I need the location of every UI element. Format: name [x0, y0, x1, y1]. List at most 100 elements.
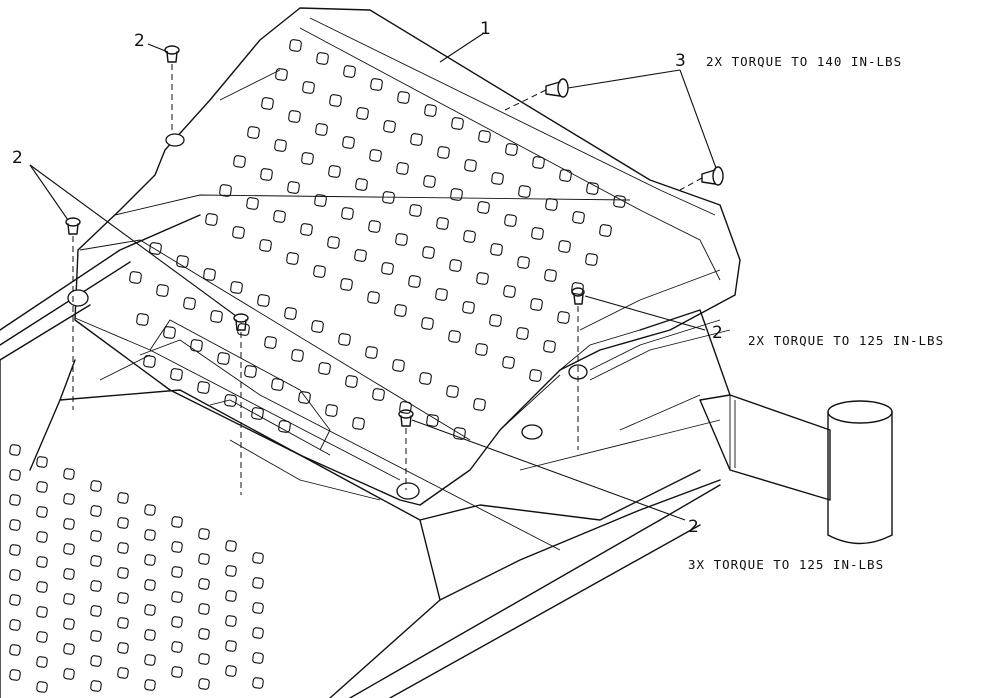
dimple [328, 165, 341, 178]
dimple [446, 385, 459, 398]
fastener-2-mid [233, 313, 249, 331]
dimple [9, 669, 21, 681]
dimple [491, 172, 504, 185]
dimple [225, 590, 237, 602]
dimple [117, 542, 129, 554]
dimple [300, 223, 313, 236]
dimple [9, 519, 21, 531]
dimple [259, 239, 272, 252]
dimple [448, 330, 461, 343]
dimple [271, 378, 284, 391]
dimple [286, 252, 299, 265]
dimple [217, 352, 230, 365]
dimple [190, 339, 203, 352]
dimple [381, 262, 394, 275]
dimple [252, 602, 264, 614]
fastener-2-right [571, 287, 585, 305]
dimple [144, 504, 156, 516]
note-torque-125-2x: 2X TORQUE TO 125 IN-LBS [748, 333, 944, 348]
dimple [264, 336, 277, 349]
dimple [274, 139, 287, 152]
dimple [478, 130, 491, 143]
dimple [284, 307, 297, 320]
dimple [144, 529, 156, 541]
dimple [368, 220, 381, 233]
dimple [203, 268, 216, 281]
dimple [502, 356, 515, 369]
dimple [382, 191, 395, 204]
dimple [275, 68, 288, 81]
dimple [224, 394, 237, 407]
dimple [9, 444, 21, 456]
dimple [225, 615, 237, 627]
note-torque-125-3x: 3X TORQUE TO 125 IN-LBS [688, 557, 884, 572]
dimple [372, 388, 385, 401]
dimple [176, 255, 189, 268]
dimple [129, 271, 142, 284]
dimple [451, 117, 464, 130]
dimple [572, 211, 585, 224]
dimple [9, 494, 21, 506]
mounting-holes [67, 133, 588, 500]
dimple [136, 313, 149, 326]
dimple [9, 569, 21, 581]
fastener-2-low [398, 409, 414, 427]
dimple [517, 256, 530, 269]
dimple [90, 580, 102, 592]
dimple [230, 281, 243, 294]
dimple [313, 265, 326, 278]
dimple [63, 643, 75, 655]
dimple [585, 253, 598, 266]
dimple [156, 284, 169, 297]
dimple [247, 126, 260, 139]
dimple [426, 414, 439, 427]
dimple [476, 272, 489, 285]
callout-3: 3 [675, 51, 686, 71]
dimple [63, 593, 75, 605]
dimple [529, 369, 542, 382]
seat-cover-part-1 [74, 7, 741, 506]
dimple [233, 155, 246, 168]
dimple [559, 169, 572, 182]
dimple [421, 317, 434, 330]
dimple [171, 641, 183, 653]
floor-mat-pattern [9, 444, 264, 693]
dimple [287, 181, 300, 194]
note-torque-140: 2X TORQUE TO 140 IN-LBS [706, 54, 902, 69]
dimple [395, 233, 408, 246]
dimple [117, 592, 129, 604]
dimple [504, 214, 517, 227]
dimple [117, 567, 129, 579]
dimple [117, 617, 129, 629]
dimple [90, 680, 102, 692]
dimple [36, 581, 48, 593]
dimple [225, 640, 237, 652]
fastener-2-left [65, 217, 81, 235]
dimple [237, 323, 250, 336]
dimple [325, 404, 338, 417]
dimple [316, 52, 329, 65]
dimple [301, 152, 314, 165]
callout-2-right: 2 [712, 323, 723, 343]
dimple [36, 631, 48, 643]
dimple [288, 110, 301, 123]
dimple [144, 604, 156, 616]
dimple [246, 197, 259, 210]
dimple [9, 469, 21, 481]
dimple [198, 628, 210, 640]
dimple [252, 677, 264, 689]
fastener-3-upper [545, 78, 569, 98]
dimple [144, 629, 156, 641]
dimple [90, 605, 102, 617]
dimple [198, 528, 210, 540]
dimple [261, 97, 274, 110]
dimple [356, 107, 369, 120]
dimple [198, 553, 210, 565]
dimple [423, 175, 436, 188]
dimple [143, 355, 156, 368]
dimple [298, 391, 311, 404]
dimple [63, 543, 75, 555]
dimple [340, 278, 353, 291]
